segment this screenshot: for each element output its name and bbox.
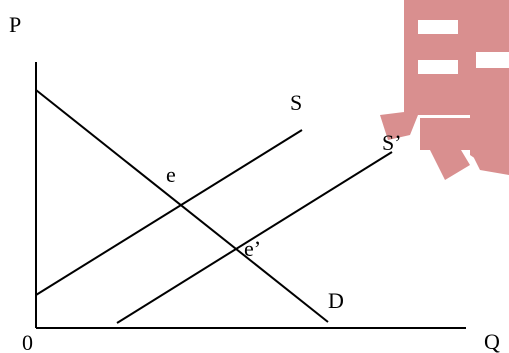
supply-label: S (290, 90, 302, 115)
demand-label: D (328, 288, 344, 313)
y-axis-label: P (9, 12, 21, 37)
shifted-supply-curve (116, 151, 393, 324)
shifted-supply-label: S’ (382, 130, 402, 155)
equilibrium-e-prime-label: e’ (244, 236, 261, 261)
demand-curve (35, 89, 329, 323)
equilibrium-e-label: e (166, 162, 176, 187)
x-axis-label: Q (484, 329, 500, 353)
supply-curve (35, 129, 303, 296)
origin-label: 0 (22, 330, 33, 353)
watermark-stamp (380, 0, 509, 180)
